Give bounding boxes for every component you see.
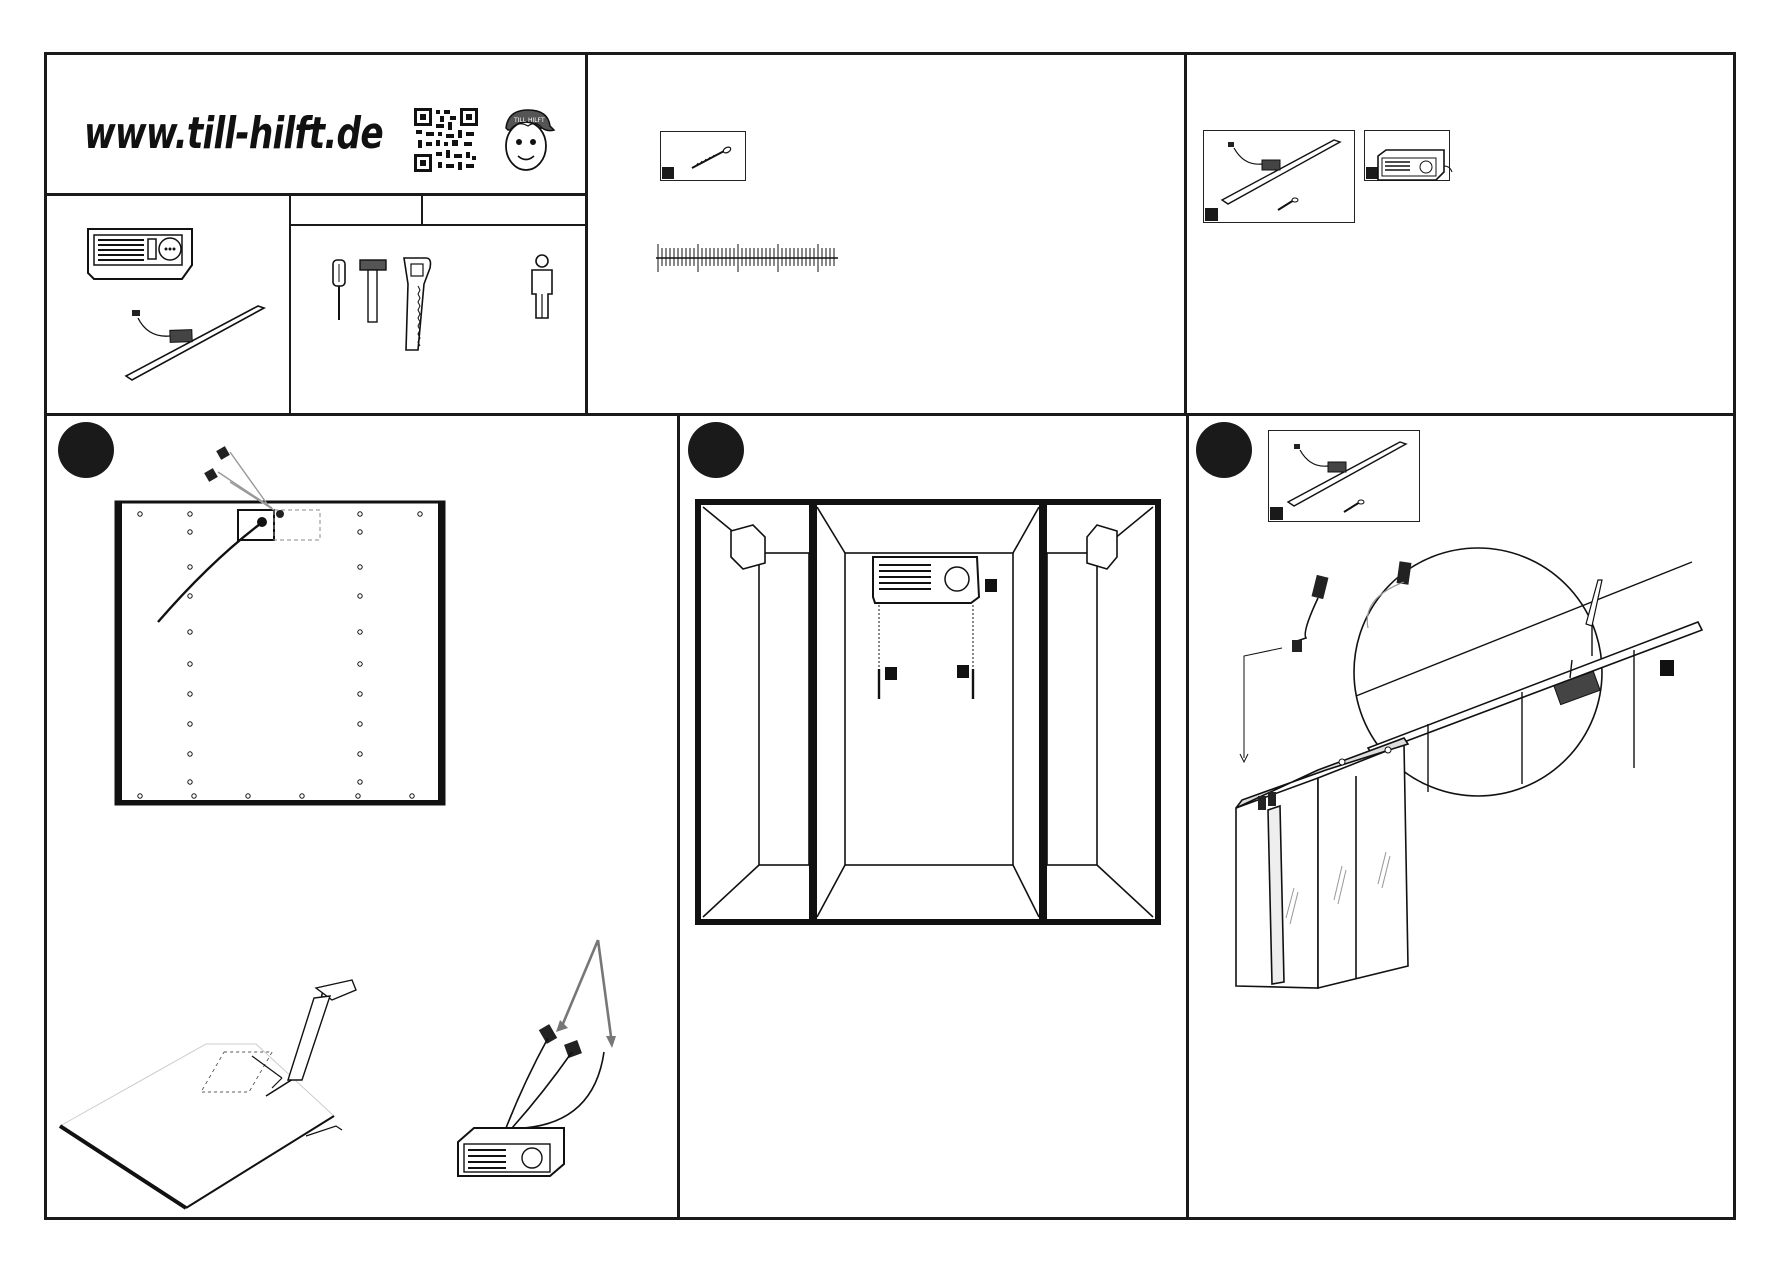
screw-hole <box>192 794 196 798</box>
power-socket-box-icon <box>86 227 196 281</box>
divider-tools-header <box>289 224 587 226</box>
screw-hole <box>358 722 362 726</box>
screw-hole <box>188 565 192 569</box>
step-3-badge <box>1196 422 1252 478</box>
screw-hole <box>358 630 362 634</box>
screw-hole <box>138 794 142 798</box>
screw-hole <box>356 794 360 798</box>
screw-hole <box>358 692 362 696</box>
screw-hole <box>188 780 192 784</box>
screw-hole <box>358 594 362 598</box>
divider-top-2 <box>1184 52 1187 415</box>
mirror-cabinet-drawing <box>1232 548 1712 1018</box>
divider-header-bottom <box>44 413 1736 416</box>
hammer-icon <box>358 258 388 324</box>
power-socket-box-icon <box>1376 148 1454 182</box>
boy-mascot-icon: TILL HILFT <box>498 106 556 176</box>
screw-hole <box>358 565 362 569</box>
screw-hole <box>188 722 192 726</box>
website-logo-text[interactable]: www.till-hilft.de <box>84 108 383 159</box>
saw-icon <box>398 256 434 352</box>
divider-tools-header-cell <box>421 193 423 226</box>
screw-hole <box>188 752 192 756</box>
divider-bottom-1 <box>677 415 680 1220</box>
screw-hole <box>138 512 142 516</box>
step-1-badge <box>58 422 114 478</box>
screw-hole <box>358 512 362 516</box>
led-light-bar-icon <box>118 298 268 384</box>
back-panel-drawing <box>110 432 450 808</box>
mascot-cap-text: TILL HILFT <box>513 117 545 124</box>
screwdriver-icon <box>330 258 348 322</box>
screw-hole <box>188 662 192 666</box>
screw-hole <box>188 530 192 534</box>
screw-hole <box>188 594 192 598</box>
screw-hole <box>300 794 304 798</box>
screw-hole <box>358 752 362 756</box>
screw-hole <box>358 780 362 784</box>
step-2-badge <box>688 422 744 478</box>
divider-top-1 <box>585 52 588 415</box>
screw-icon <box>686 146 732 172</box>
qr-code-icon <box>414 108 478 172</box>
part-badge-screw <box>662 167 674 179</box>
screw-hole <box>410 794 414 798</box>
person-icon <box>528 254 556 320</box>
screw-hole <box>246 794 250 798</box>
ruler-icon <box>654 238 840 278</box>
cutout-plate-drawing <box>56 976 386 1216</box>
screw-hole <box>188 512 192 516</box>
divider-bottom-2 <box>1186 415 1189 1220</box>
screw-hole <box>188 692 192 696</box>
cabinet-interior-drawing <box>695 499 1161 925</box>
led-light-bar-with-screw-icon <box>1216 134 1346 214</box>
screw-hole <box>188 630 192 634</box>
led-light-bar-with-screw-icon <box>1282 436 1412 516</box>
socket-cable-drawing <box>454 932 614 1184</box>
divider-logo-bottom <box>44 193 587 196</box>
screw-hole <box>358 530 362 534</box>
screw-hole <box>358 662 362 666</box>
screw-hole <box>418 512 422 516</box>
divider-parts-tools <box>289 193 291 415</box>
